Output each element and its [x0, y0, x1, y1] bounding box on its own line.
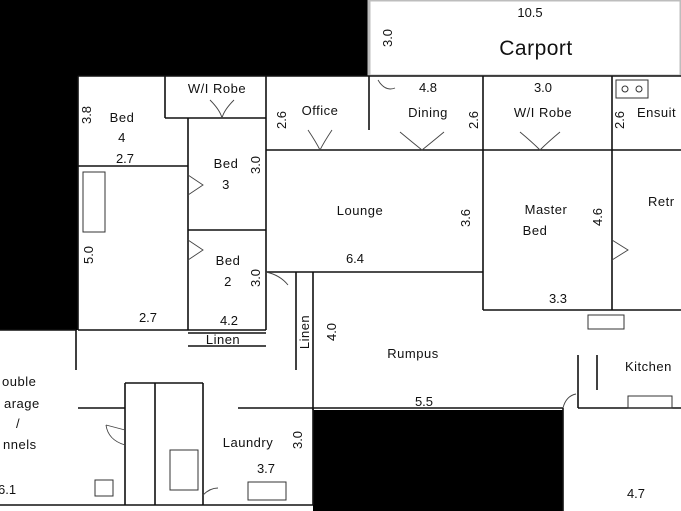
- carport-name: Carport: [499, 37, 573, 60]
- garage-line4: nnels: [3, 437, 37, 452]
- middle-floor: [0, 330, 681, 410]
- wi-robe-1-name: W/I Robe: [188, 81, 246, 96]
- garage-line2: arage: [4, 396, 40, 411]
- rumpus-name: Rumpus: [387, 346, 438, 361]
- office-name: Office: [302, 103, 339, 118]
- bed4-width: 2.7: [116, 151, 134, 166]
- laundry-width: 3.7: [257, 461, 275, 476]
- ensuite-name: Ensuit: [637, 105, 676, 120]
- bed3-depth: 3.0: [248, 156, 263, 174]
- bed4-name: Bed: [110, 110, 135, 125]
- garage-floor: [0, 408, 313, 511]
- bed2-name: Bed: [216, 253, 241, 268]
- office-width: 2.6: [274, 111, 289, 129]
- rumpus-depth: 4.0: [324, 323, 339, 341]
- master-bed-name2: Bed: [523, 223, 548, 238]
- bed4-num: 4: [118, 130, 126, 145]
- big-room-width: 2.7: [139, 310, 157, 325]
- cooktop: [587, 314, 625, 330]
- retreat-name: Retr: [648, 194, 675, 209]
- lounge-name: Lounge: [337, 203, 383, 218]
- kitchen-sink: [627, 395, 673, 409]
- toilet-fixture: [94, 479, 114, 497]
- garage-width: 6.1: [0, 482, 16, 497]
- wardrobe-fixture: [82, 171, 106, 233]
- doors: [105, 79, 629, 496]
- carport-depth: 3.0: [380, 29, 395, 47]
- laundry-depth: 3.0: [290, 431, 305, 449]
- dining-name: Dining: [408, 105, 448, 120]
- garage-bench: [169, 449, 199, 491]
- dining-depth: 2.6: [466, 111, 481, 129]
- dining-width: 4.8: [419, 80, 437, 95]
- kitchen-width: 4.7: [627, 486, 645, 501]
- lounge-depth: 3.6: [458, 209, 473, 227]
- bed2-depth: 3.0: [248, 269, 263, 287]
- rumpus-width: 5.5: [415, 394, 433, 409]
- kitchen-floor: [563, 408, 681, 511]
- wi-robe-2-name: W/I Robe: [514, 105, 572, 120]
- big-room-depth: 5.0: [81, 246, 96, 264]
- bed3-name: Bed: [214, 156, 239, 171]
- ensuite-width: 2.6: [612, 111, 627, 129]
- carport-floor: [367, 0, 681, 78]
- linen-h-name: Linen: [206, 332, 240, 347]
- garage-line3: /: [16, 416, 20, 431]
- bed2-width: 4.2: [220, 313, 238, 328]
- bed4-depth: 3.8: [79, 106, 94, 124]
- fixtures: [82, 79, 673, 501]
- garage-line1: ouble: [2, 374, 36, 389]
- laundry-name: Laundry: [223, 435, 273, 450]
- room-labels: 10.5 3.0 Carport W/I Robe Bed 4 3.8 2.7 …: [0, 5, 676, 501]
- bed3-num: 3: [222, 177, 230, 192]
- ensuite-basin: [615, 79, 649, 99]
- master-bed-width: 3.3: [549, 291, 567, 306]
- kitchen-name: Kitchen: [625, 359, 672, 374]
- master-bed-name: Master: [525, 202, 568, 217]
- laundry-tub: [247, 481, 287, 501]
- lounge-width: 6.4: [346, 251, 364, 266]
- bed2-num: 2: [224, 274, 232, 289]
- wi-robe-2-width: 3.0: [534, 80, 552, 95]
- linen-v-name: Linen: [297, 315, 312, 349]
- master-bed-depth: 4.6: [590, 208, 605, 226]
- carport-width: 10.5: [517, 5, 542, 20]
